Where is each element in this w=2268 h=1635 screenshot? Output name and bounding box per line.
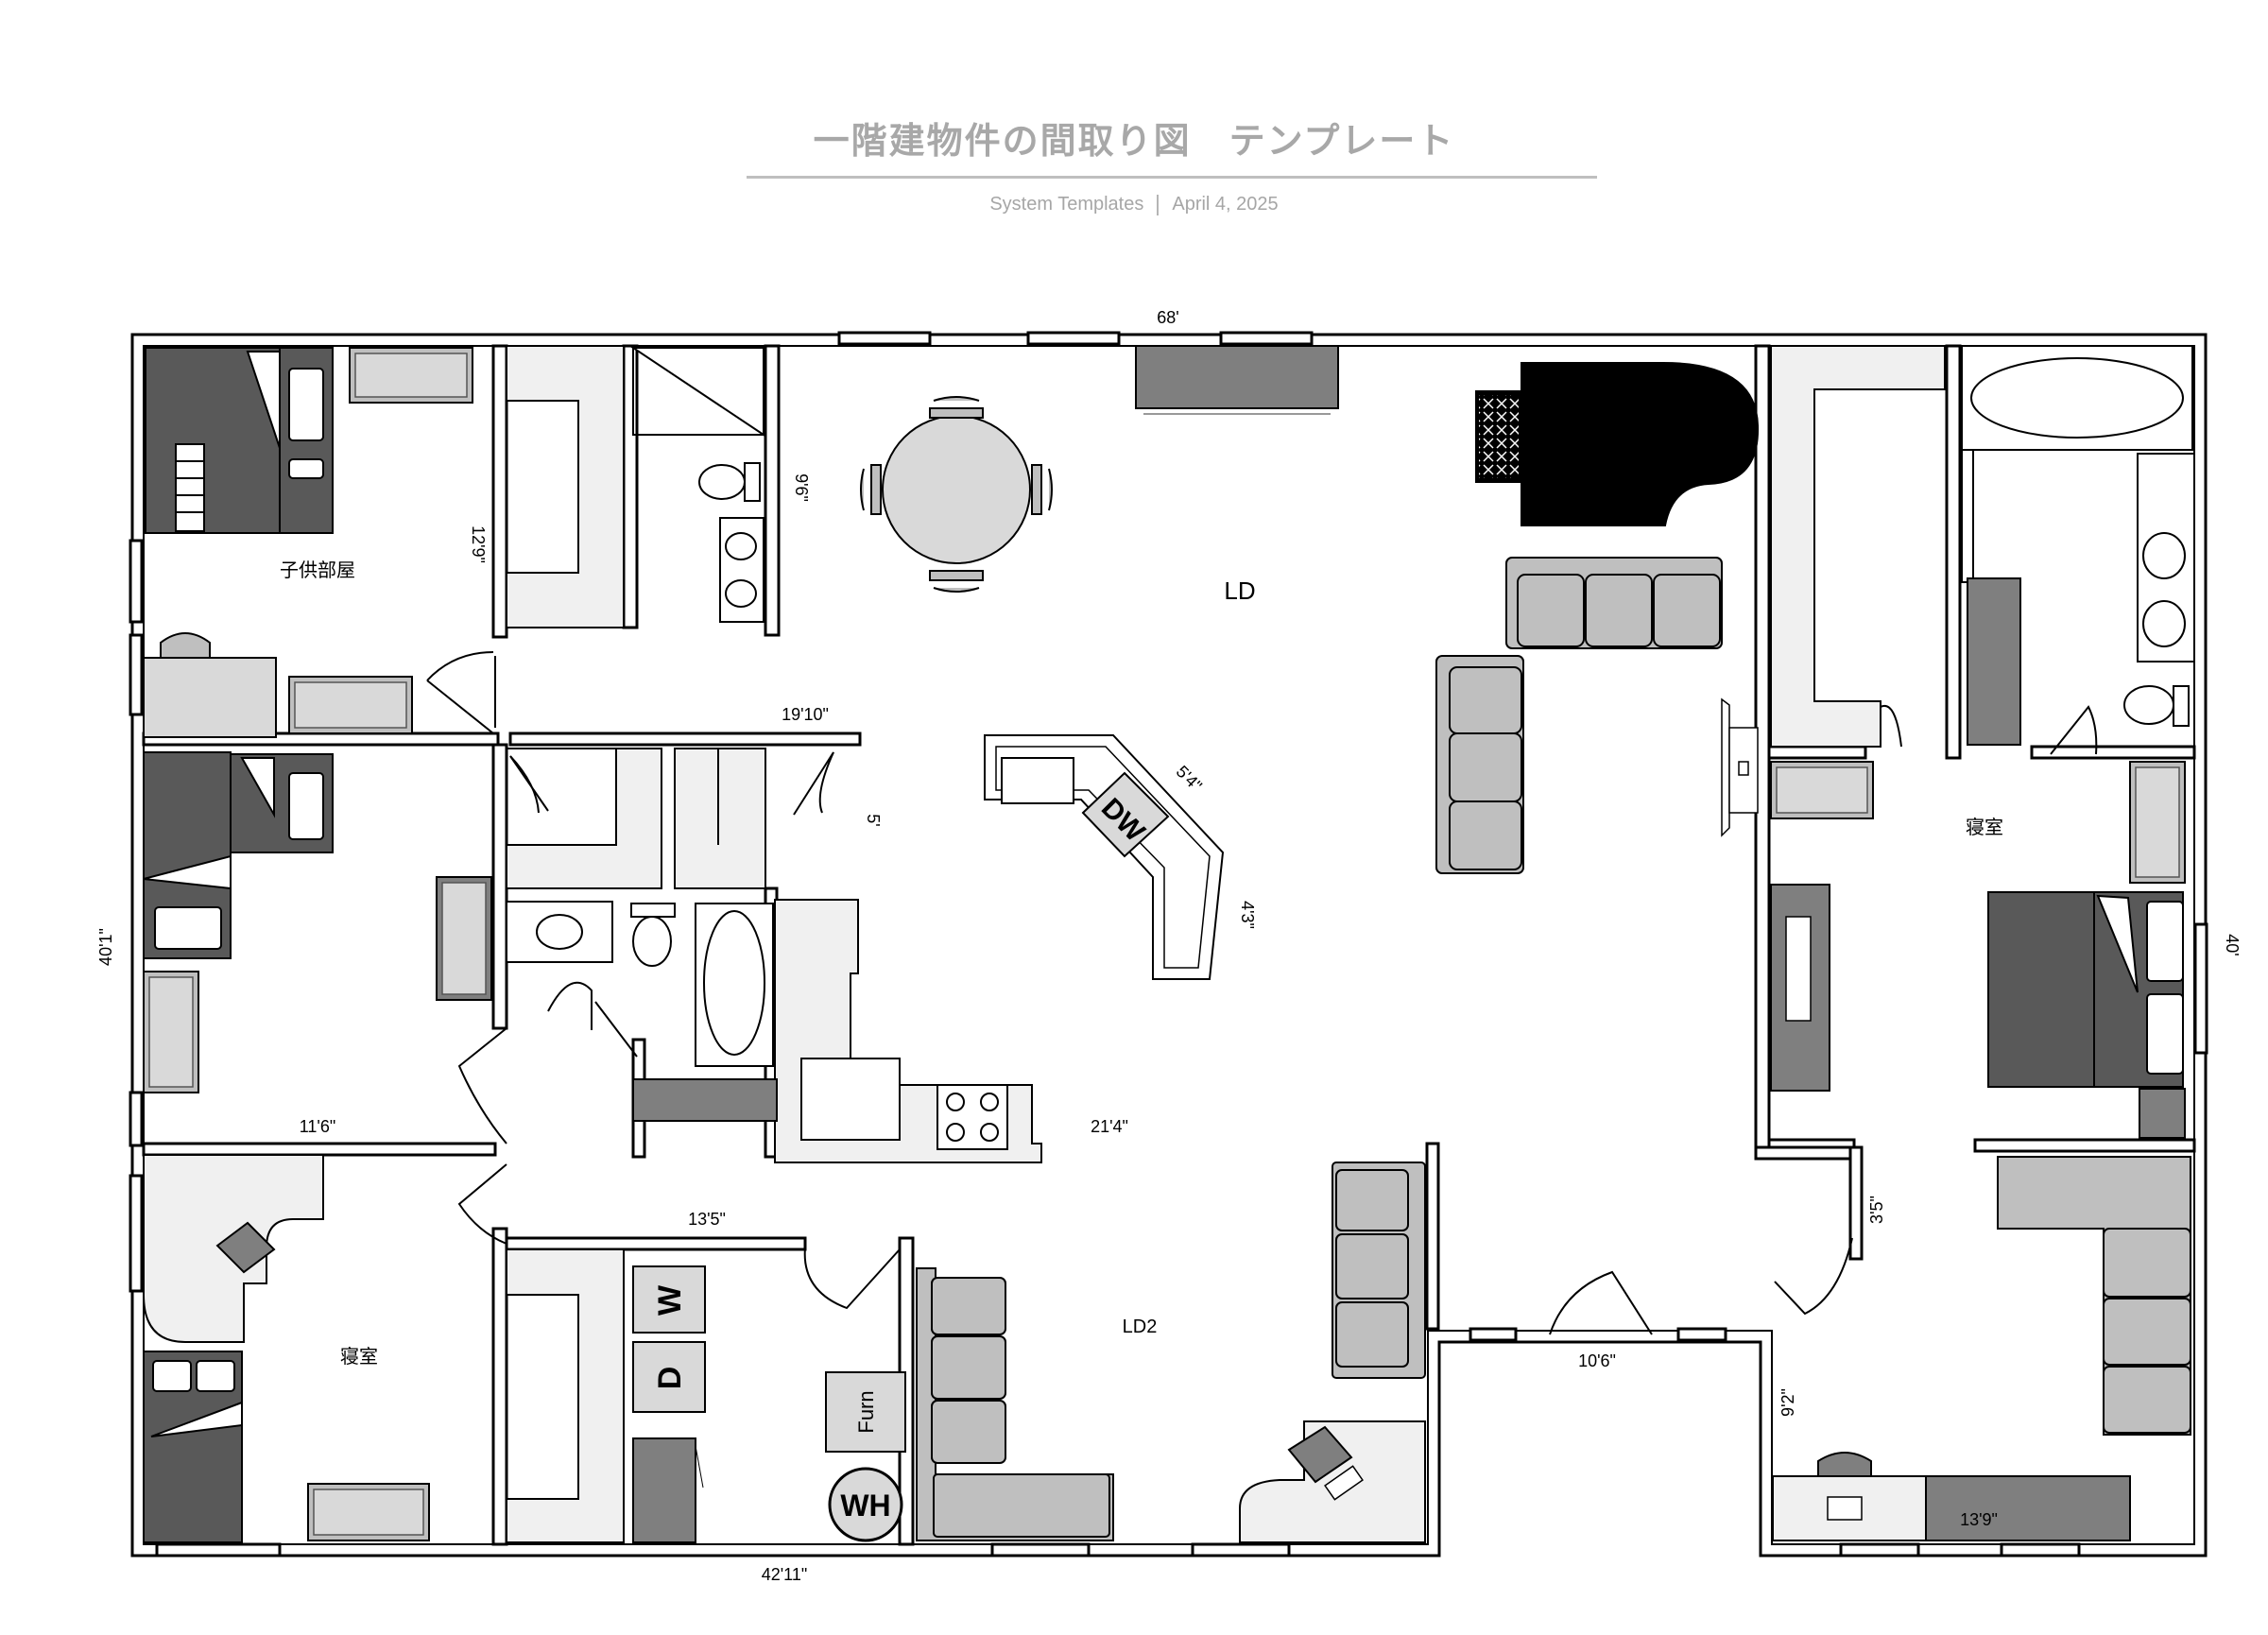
ld2-desk — [1239, 1420, 1426, 1543]
furnace — [825, 1371, 906, 1453]
laundry-cabinet — [632, 1437, 696, 1543]
toilet — [698, 464, 746, 500]
dim-5-4: 5'4" — [1173, 762, 1206, 795]
room-label-ld: LD — [1224, 577, 1255, 605]
kitchen-counter — [774, 899, 1042, 1163]
water-heater-label: WH — [840, 1489, 890, 1523]
title-underline — [747, 176, 1597, 179]
dryer-label: D — [652, 1367, 688, 1390]
bathroom-right — [1961, 345, 2195, 746]
sofa-ld2-right — [1332, 1162, 1426, 1379]
room-bottom-right — [1772, 1156, 2191, 1541]
dim-9-6: 9'6" — [792, 473, 811, 502]
room-labels: LD LD2 寝室 寝室 — [340, 577, 2003, 1368]
shower — [629, 347, 765, 437]
subtitle: System Templates April 4, 2025 — [0, 194, 2268, 215]
laundry: W D Furn WH — [632, 1265, 906, 1543]
kids-room: 子供部屋 — [143, 347, 473, 738]
doors — [426, 651, 2098, 1335]
sideboard — [1135, 345, 1339, 409]
desk — [143, 657, 277, 738]
dim-13-5: 13'5" — [688, 1210, 726, 1229]
water-heater — [828, 1467, 903, 1542]
ladder — [175, 443, 205, 532]
bedroom-middle-left — [143, 751, 492, 1093]
subtitle-separator — [1157, 194, 1160, 215]
dim-right-height: 40' — [2223, 934, 2242, 955]
kitchen-island: DW — [984, 734, 1225, 980]
bedroom-bottom-left — [143, 1154, 430, 1543]
date-text: April 4, 2025 — [1172, 194, 1279, 215]
bedroom-right — [1770, 761, 2186, 1139]
dim-19-10: 19'10" — [782, 705, 829, 724]
dim-21-4: 21'4" — [1091, 1117, 1128, 1136]
tv — [1721, 697, 1759, 837]
windows — [129, 331, 2208, 1558]
dim-bottom-width: 42'11" — [762, 1565, 808, 1584]
sofa-ld-side — [1435, 655, 1524, 874]
grand-piano — [1475, 362, 1760, 526]
furnace-label: Furn — [854, 1390, 878, 1433]
dim-12-9: 12'9" — [469, 525, 488, 563]
dishwasher — [1081, 771, 1170, 858]
page-title: 一階建物件の間取り図 テンプレート — [813, 120, 1455, 162]
linen-cabinet — [1967, 577, 2021, 746]
dim-4-3: 4'3" — [1238, 901, 1257, 929]
bathroom-middle — [506, 901, 778, 1122]
source-text: System Templates — [989, 194, 1144, 215]
room-label-ld2: LD2 — [1123, 1317, 1158, 1337]
desk-chair — [215, 1221, 276, 1274]
kitchen-sink — [800, 1058, 901, 1141]
dim-5: 5' — [864, 814, 883, 826]
sofa-ld2-l — [916, 1267, 1114, 1541]
credenza — [1925, 1475, 2131, 1541]
dim-left-height: 40'1" — [96, 928, 115, 966]
toilet-right — [2123, 685, 2174, 725]
chair — [160, 632, 211, 659]
work-chair — [1817, 1452, 1872, 1477]
bathroom-top — [629, 347, 765, 623]
closet-shelves — [506, 345, 1946, 1543]
dryer — [632, 1341, 706, 1413]
stove — [936, 1084, 1008, 1150]
island-sink — [1001, 757, 1074, 804]
room-label-bedroom-right: 寝室 — [1966, 817, 2003, 838]
dim-3-5: 3'5" — [1867, 1196, 1886, 1224]
toilet-mid — [632, 916, 672, 967]
dim-top-width: 68' — [1157, 308, 1178, 327]
sofa-ld-top — [1505, 557, 1723, 649]
room-label-bedroom-left: 寝室 — [340, 1346, 378, 1368]
dim-13-9: 13'9" — [1960, 1510, 1998, 1529]
dim-11-6: 11'6" — [300, 1117, 336, 1136]
dining-set — [860, 396, 1053, 593]
sectional-right — [1997, 1156, 2191, 1436]
room-label-kids: 子供部屋 — [280, 559, 355, 581]
dim-9-2: 9'2" — [1778, 1388, 1797, 1417]
washer-label: W — [652, 1284, 688, 1316]
dining-table — [882, 415, 1031, 564]
washer — [632, 1265, 706, 1334]
bench — [632, 1078, 778, 1122]
dim-10-6: 10'6" — [1578, 1351, 1616, 1370]
